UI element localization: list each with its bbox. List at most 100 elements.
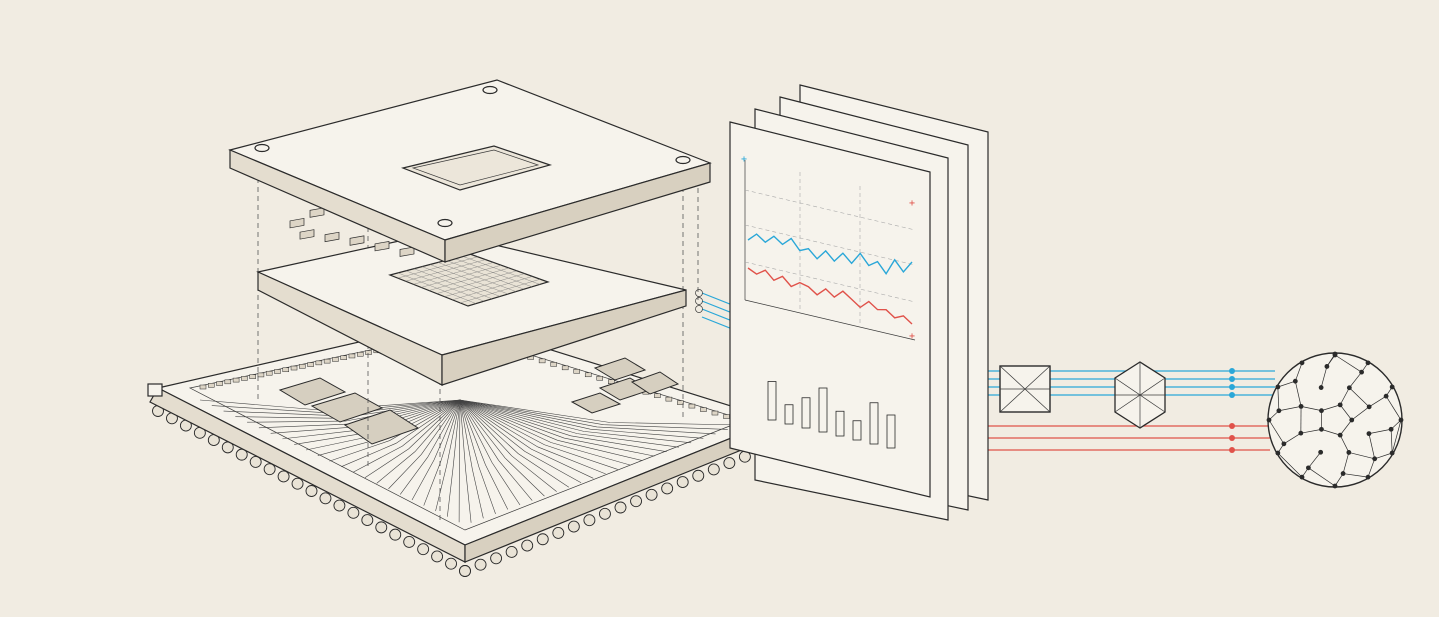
solder-ball (583, 514, 596, 527)
sphere-edge (1300, 406, 1322, 411)
board-pad (538, 358, 546, 364)
red-chart-line (747, 267, 913, 325)
sphere-edge (1277, 452, 1303, 478)
board-pad (307, 362, 314, 367)
sheet-bar (818, 387, 828, 433)
sphere-node (1346, 385, 1352, 391)
board-pad (216, 381, 223, 386)
board-chips (278, 357, 680, 445)
sphere-node (1346, 450, 1352, 455)
sphere-edge (1294, 381, 1302, 407)
lid-window (400, 145, 553, 191)
solder-ball (263, 463, 276, 476)
board-pad (584, 372, 592, 378)
die-grid-line (461, 255, 541, 285)
board-pad (573, 369, 580, 374)
solder-ball (692, 469, 705, 482)
board-pad (299, 364, 306, 369)
board-pad (274, 369, 281, 374)
board-pad (665, 396, 673, 402)
board-trace (341, 399, 461, 467)
board-trace (459, 399, 594, 479)
board-chip (310, 392, 384, 423)
board-pad (356, 351, 364, 357)
die-grid-line (445, 260, 525, 290)
board-chip (570, 392, 622, 414)
sphere-node (1275, 450, 1281, 456)
blue-signal-node (1229, 376, 1235, 382)
solder-ball (707, 463, 720, 476)
solder-ball (277, 470, 290, 483)
board-trace (459, 399, 643, 461)
board-trace (459, 399, 741, 426)
module-component (299, 229, 315, 240)
sphere-edge (1367, 458, 1376, 478)
solder-ball (536, 533, 549, 546)
solder-ball (361, 514, 374, 527)
sphere-edge (1321, 429, 1341, 436)
board-pad (340, 355, 347, 360)
sphere-node (1266, 417, 1272, 423)
sphere-node (1366, 404, 1372, 410)
die-grid (397, 255, 541, 304)
board-chip (593, 357, 647, 381)
sphere-edge (1368, 395, 1387, 408)
sphere-edge (1308, 467, 1336, 487)
die-grid-line (460, 279, 541, 304)
board-trace (459, 399, 679, 448)
sphere-edge (1334, 354, 1362, 373)
sheet-bar (886, 414, 896, 449)
board-pad (561, 365, 569, 371)
board-pad (232, 377, 240, 383)
circuit-board-layer (147, 319, 782, 577)
sphere-node (1306, 465, 1311, 471)
sphere-node (1281, 441, 1287, 447)
solder-ball (403, 535, 416, 548)
module-component (289, 217, 305, 229)
sphere-node (1298, 430, 1304, 436)
octahedron-icon (1114, 361, 1166, 429)
board-trace (329, 399, 461, 462)
solder-ball (291, 477, 304, 490)
sphere-edge (1385, 395, 1402, 421)
board-trace (459, 399, 557, 492)
module-component (349, 235, 365, 246)
board-trace (411, 399, 461, 501)
die-grid-line (452, 276, 533, 300)
red-signal-node (1229, 435, 1235, 441)
sphere-edge (1283, 432, 1302, 445)
sphere-node (1318, 449, 1324, 455)
sphere-node (1388, 426, 1394, 432)
blue-signal-node (1229, 392, 1235, 398)
board-pad (323, 358, 331, 364)
board-trace (399, 399, 461, 495)
svg-text:+: + (909, 331, 915, 342)
sheet-bar (767, 381, 777, 421)
sheet-bar (852, 420, 862, 441)
board-pad (199, 384, 207, 390)
sphere-edge (1368, 428, 1392, 434)
solder-ball (249, 455, 262, 468)
board-pad (677, 400, 684, 405)
sphere-node (1365, 360, 1371, 366)
solder-ball (417, 543, 430, 556)
sphere-edge (1368, 433, 1376, 459)
board-pad (596, 376, 603, 381)
sphere-edge (1320, 366, 1328, 388)
board-trace (459, 399, 667, 452)
die-grid-line (453, 258, 533, 287)
sphere-edge (1390, 429, 1393, 454)
board-trace (459, 399, 570, 488)
sphere-node (1389, 384, 1395, 390)
sphere-node (1299, 474, 1305, 480)
sheet-bar (869, 402, 879, 445)
sphere-node (1292, 378, 1298, 384)
board-trace (459, 399, 545, 497)
board-tab (147, 383, 163, 397)
board-trace (459, 399, 509, 510)
solder-ball (723, 457, 736, 469)
board-trace (447, 399, 461, 517)
solder-ball (645, 488, 658, 501)
lid-screw-hole (675, 155, 691, 165)
